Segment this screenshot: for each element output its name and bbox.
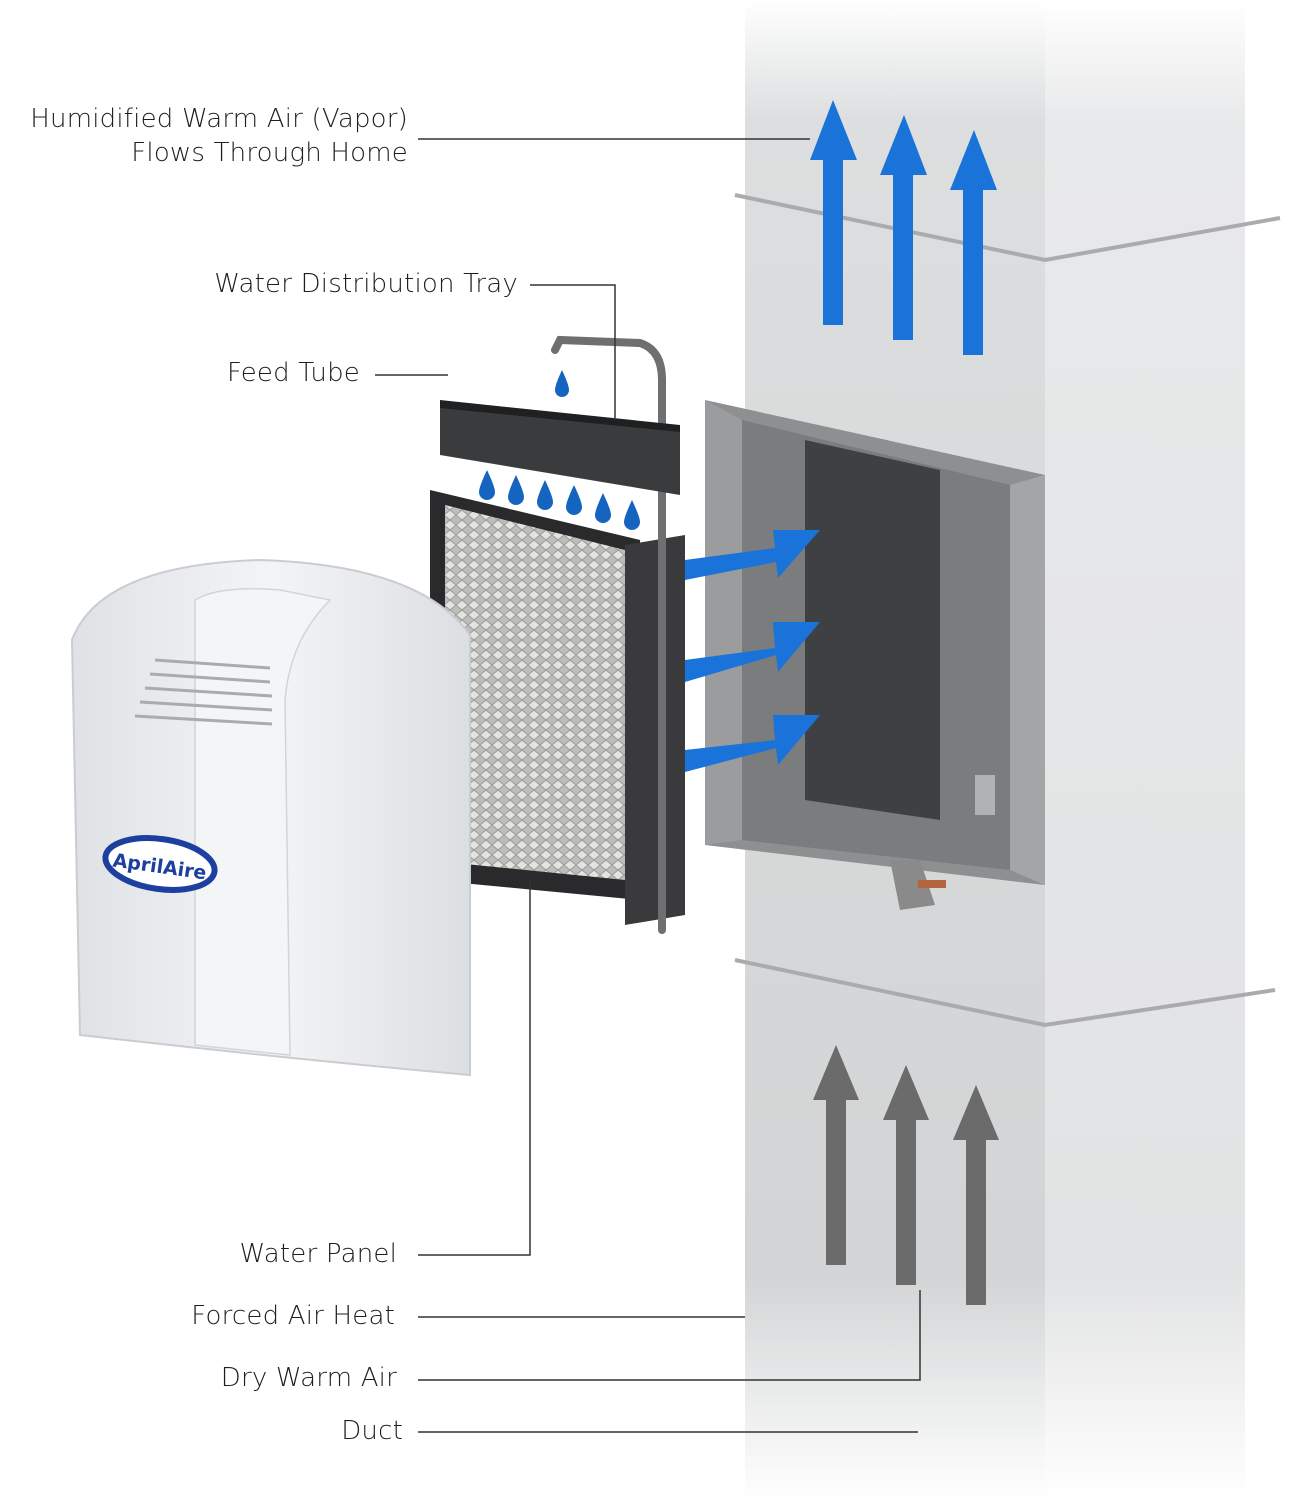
water-drops [479,370,640,530]
label-water-distribution-tray: Water Distribution Tray [214,269,518,299]
air-flow-arrows [685,530,820,772]
leader-water-tray [530,284,616,420]
label-duct: Duct [341,1416,403,1446]
label-humidified-air: Humidified Warm Air (Vapor) Flows Throug… [30,102,408,170]
label-feed-tube: Feed Tube [226,358,360,388]
leader-water-panel [418,880,531,1256]
air-flow-arrow-1 [685,530,820,580]
leader-dry-air [418,1290,921,1381]
dry-air-arrow-3 [953,1085,999,1305]
water-panel [430,490,685,925]
label-dry-warm-air: Dry Warm Air [220,1363,397,1393]
air-flow-arrow-2 [685,622,820,682]
water-distribution-tray [440,400,680,495]
vapor-arrow-2 [880,115,927,340]
water-drop [508,475,524,505]
vapor-arrow-3 [950,130,997,355]
label-humidified-line1: Humidified Warm Air (Vapor) [30,104,408,134]
water-drop [566,485,582,515]
water-drop [624,500,640,530]
feed-tube [551,335,666,934]
dry-air-arrow-1 [813,1045,859,1265]
brand-logo: AprilAire [102,835,218,893]
water-drop [479,470,495,500]
label-water-panel: Water Panel [239,1239,397,1269]
water-drop [595,493,611,523]
leader-lines [375,138,921,1433]
humidifier-cover: AprilAire [70,558,471,1077]
air-flow-arrow-3 [685,715,820,772]
label-forced-air-heat: Forced Air Heat [191,1301,395,1331]
dry-air-arrows [813,1045,999,1305]
dry-air-arrow-2 [883,1065,929,1285]
label-humidified-line2: Flows Through Home [131,138,408,168]
vapor-arrow-1 [810,100,857,325]
water-drop [537,480,553,510]
vapor-arrows [810,100,997,355]
water-drop [555,370,569,397]
